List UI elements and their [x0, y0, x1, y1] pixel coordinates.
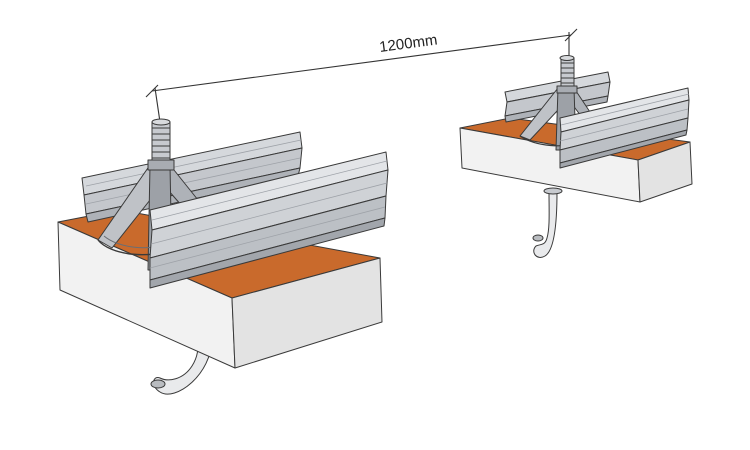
- left-threaded-rod: [147, 118, 175, 171]
- left-front-rail: [149, 151, 389, 289]
- dimension-tick-right: [564, 28, 578, 42]
- left-assembly: [57, 118, 389, 395]
- dimension-tick-left: [145, 84, 159, 98]
- dimension-label: 1200mm: [378, 31, 438, 55]
- left-hook: [150, 337, 213, 395]
- dimension-line-main: [151, 34, 572, 92]
- dimension-line: [145, 28, 578, 123]
- right-hook: [532, 187, 563, 258]
- right-assembly: [459, 55, 693, 258]
- right-threaded-rod: [556, 55, 578, 94]
- right-front-rail: [559, 87, 690, 169]
- dimension-extension-left: [154, 87, 161, 123]
